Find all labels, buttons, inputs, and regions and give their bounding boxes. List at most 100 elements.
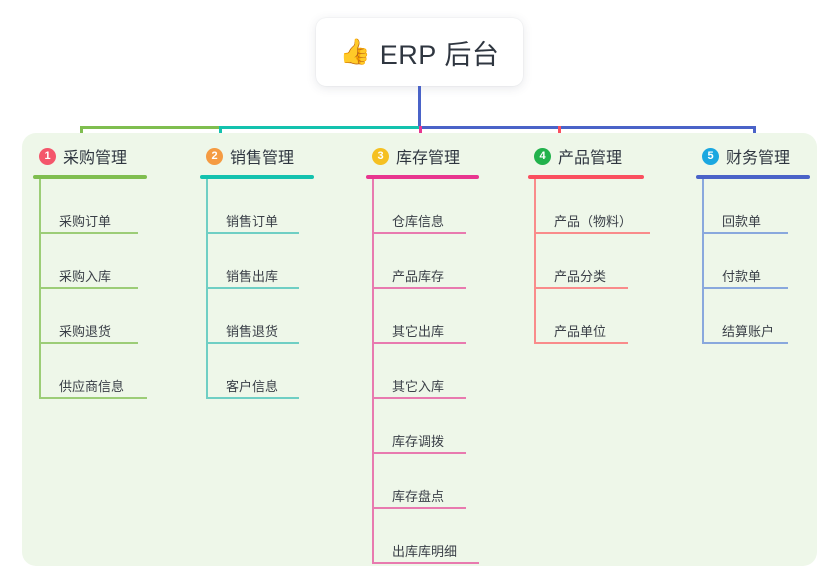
connector-bar-segment-3 — [419, 126, 755, 129]
leaf-item[interactable]: 销售出库 — [200, 234, 360, 289]
leaf-label: 产品分类 — [554, 269, 607, 284]
leaf-rule — [39, 232, 138, 234]
branch-column-3: 3 库存管理 仓库信息 产品库存 其它出库 其它入库 库存调拨 — [366, 143, 536, 564]
diagram-panel — [22, 133, 817, 566]
leaf-rule — [206, 397, 299, 399]
leaf-label: 销售退货 — [226, 324, 279, 339]
leaf-item[interactable]: 客户信息 — [200, 344, 360, 399]
leaf-rule — [372, 342, 466, 344]
leaf-label: 其它入库 — [392, 379, 445, 394]
branch-title-4: 产品管理 — [558, 150, 623, 167]
leaf-rule — [372, 507, 466, 509]
branch-leaves-3: 仓库信息 产品库存 其它出库 其它入库 库存调拨 库存盘点 — [366, 179, 536, 564]
root-node[interactable]: 👍 ERP 后台 — [316, 18, 523, 86]
leaf-item[interactable]: 出库库明细 — [366, 509, 536, 564]
leaf-rule — [39, 397, 147, 399]
leaf-rule — [206, 287, 299, 289]
branch-title-3: 库存管理 — [396, 150, 461, 167]
leaf-rule — [372, 397, 466, 399]
leaf-rule — [372, 562, 479, 564]
leaf-item[interactable]: 销售订单 — [200, 179, 360, 234]
leaf-label: 产品（物料） — [554, 214, 633, 229]
branch-title-5: 财务管理 — [726, 150, 791, 167]
leaf-rule — [372, 452, 466, 454]
branch-badge-2: 2 — [206, 147, 223, 165]
branch-spine-4 — [534, 179, 536, 344]
thumbs-up-icon: 👍 — [339, 37, 371, 66]
leaf-item[interactable]: 产品分类 — [528, 234, 708, 289]
leaf-label: 仓库信息 — [392, 214, 445, 229]
branch-rule-4 — [528, 175, 644, 179]
leaf-label: 结算账户 — [722, 324, 775, 339]
branch-rule-1 — [33, 175, 147, 179]
branch-header-2[interactable]: 2 销售管理 — [200, 143, 360, 169]
leaf-item[interactable]: 销售退货 — [200, 289, 360, 344]
leaf-label: 采购入库 — [59, 269, 112, 284]
leaf-rule — [534, 342, 628, 344]
leaf-label: 供应商信息 — [59, 379, 125, 394]
branch-leaves-1: 采购订单 采购入库 采购退货 供应商信息 — [33, 179, 193, 399]
leaf-rule — [372, 287, 466, 289]
leaf-rule — [39, 287, 138, 289]
branch-badge-4: 4 — [534, 147, 551, 165]
leaf-label: 其它出库 — [392, 324, 445, 339]
leaf-rule — [372, 232, 466, 234]
branch-leaves-2: 销售订单 销售出库 销售退货 客户信息 — [200, 179, 360, 399]
branch-rule-5 — [696, 175, 810, 179]
leaf-label: 销售出库 — [226, 269, 279, 284]
leaf-item[interactable]: 供应商信息 — [33, 344, 193, 399]
branch-leaves-5: 回款单 付款单 结算账户 — [696, 179, 839, 344]
leaf-label: 库存盘点 — [392, 489, 445, 504]
leaf-item[interactable]: 库存调拨 — [366, 399, 536, 454]
leaf-rule — [206, 232, 299, 234]
leaf-rule — [39, 342, 138, 344]
leaf-rule — [534, 287, 628, 289]
branch-column-1: 1 采购管理 采购订单 采购入库 采购退货 供应商信息 — [33, 143, 193, 399]
leaf-item[interactable]: 仓库信息 — [366, 179, 536, 234]
leaf-item[interactable]: 产品（物料） — [528, 179, 708, 234]
leaf-label: 销售订单 — [226, 214, 279, 229]
branch-spine-3 — [372, 179, 374, 564]
leaf-item[interactable]: 回款单 — [696, 179, 839, 234]
leaf-rule — [534, 232, 650, 234]
leaf-rule — [702, 287, 788, 289]
leaf-item[interactable]: 产品单位 — [528, 289, 708, 344]
leaf-label: 回款单 — [722, 214, 762, 229]
branch-badge-1: 1 — [39, 147, 56, 165]
connector-bar-segment-2 — [219, 126, 420, 129]
leaf-item[interactable]: 其它出库 — [366, 289, 536, 344]
leaf-item[interactable]: 其它入库 — [366, 344, 536, 399]
leaf-label: 客户信息 — [226, 379, 279, 394]
root-node-title: ERP 后台 — [379, 39, 500, 70]
leaf-label: 付款单 — [722, 269, 762, 284]
leaf-item[interactable]: 采购入库 — [33, 234, 193, 289]
leaf-item[interactable]: 结算账户 — [696, 289, 839, 344]
connector-bar-segment-1 — [80, 126, 220, 129]
branch-header-5[interactable]: 5 财务管理 — [696, 143, 839, 169]
leaf-item[interactable]: 库存盘点 — [366, 454, 536, 509]
branch-header-1[interactable]: 1 采购管理 — [33, 143, 193, 169]
branch-badge-5: 5 — [702, 147, 719, 165]
branch-header-4[interactable]: 4 产品管理 — [528, 143, 708, 169]
leaf-rule — [702, 342, 788, 344]
leaf-item[interactable]: 采购退货 — [33, 289, 193, 344]
leaf-label: 采购退货 — [59, 324, 112, 339]
leaf-label: 产品单位 — [554, 324, 607, 339]
leaf-item[interactable]: 采购订单 — [33, 179, 193, 234]
branch-column-2: 2 销售管理 销售订单 销售出库 销售退货 客户信息 — [200, 143, 360, 399]
root-node-content: 👍 ERP 后台 — [340, 33, 500, 72]
leaf-rule — [206, 342, 299, 344]
branch-rule-3 — [366, 175, 479, 179]
branch-spine-1 — [39, 179, 41, 399]
trunk-connector — [418, 86, 421, 129]
branch-header-3[interactable]: 3 库存管理 — [366, 143, 536, 169]
leaf-item[interactable]: 付款单 — [696, 234, 839, 289]
branch-rule-2 — [200, 175, 314, 179]
branch-column-5: 5 财务管理 回款单 付款单 结算账户 — [696, 143, 839, 344]
leaf-label: 采购订单 — [59, 214, 112, 229]
leaf-item[interactable]: 产品库存 — [366, 234, 536, 289]
leaf-label: 出库库明细 — [392, 544, 458, 559]
branch-badge-3: 3 — [372, 147, 389, 165]
leaf-label: 产品库存 — [392, 269, 445, 284]
